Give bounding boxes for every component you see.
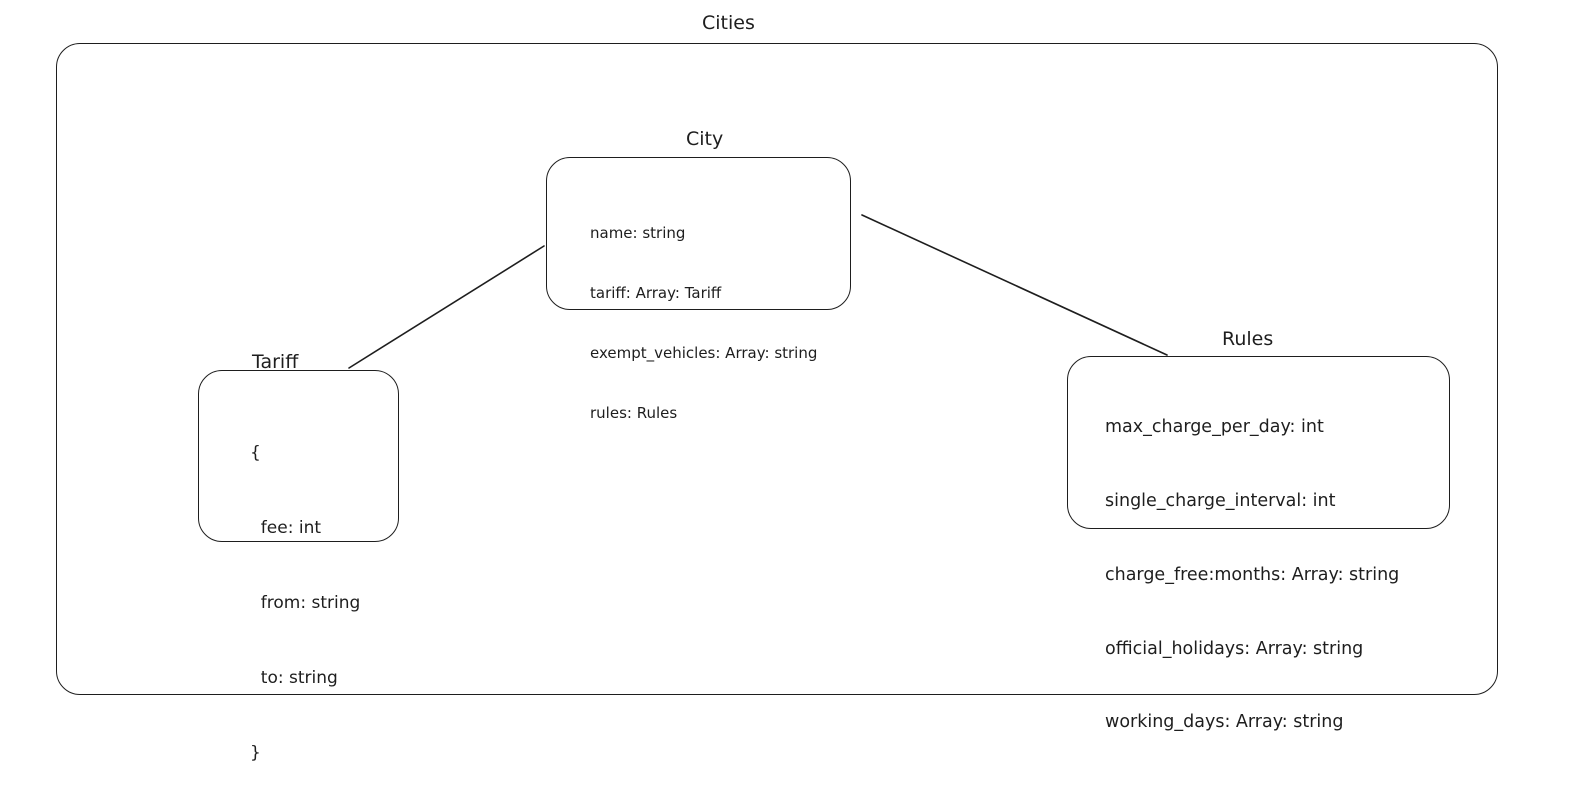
rules-field: charge_free:months: Array: string	[1105, 564, 1400, 585]
tariff-node[interactable]	[198, 370, 399, 542]
cities-container-title: Cities	[702, 12, 755, 34]
city-field: tariff: Array: Tariff	[590, 284, 722, 302]
tariff-node-title: Tariff	[252, 351, 299, 373]
rules-field: max_charge_per_day: int	[1105, 417, 1324, 438]
tariff-fields: { fee: int from: string to: string }	[250, 391, 360, 791]
tariff-field: to: string	[250, 668, 338, 688]
tariff-field: {	[250, 443, 261, 463]
rules-field: working_days: Array: string	[1105, 712, 1344, 733]
city-field: name: string	[590, 224, 686, 242]
rules-fields: max_charge_per_day: int single_charge_in…	[1105, 366, 1399, 760]
city-node[interactable]	[546, 157, 851, 310]
city-fields: name: string tariff: Array: Tariff exemp…	[590, 183, 817, 443]
tariff-field: from: string	[250, 593, 361, 613]
city-field: exempt_vehicles: Array: string	[590, 344, 818, 362]
rules-field: single_charge_interval: int	[1105, 490, 1336, 511]
tariff-field: fee: int	[250, 518, 322, 538]
tariff-field: }	[250, 743, 261, 763]
cities-container	[56, 43, 1498, 695]
city-field: rules: Rules	[590, 404, 678, 422]
city-node-title: City	[686, 128, 724, 150]
rules-field: official_holidays: Array: string	[1105, 638, 1364, 659]
rules-node-title: Rules	[1222, 328, 1274, 350]
rules-node[interactable]	[1067, 356, 1450, 529]
